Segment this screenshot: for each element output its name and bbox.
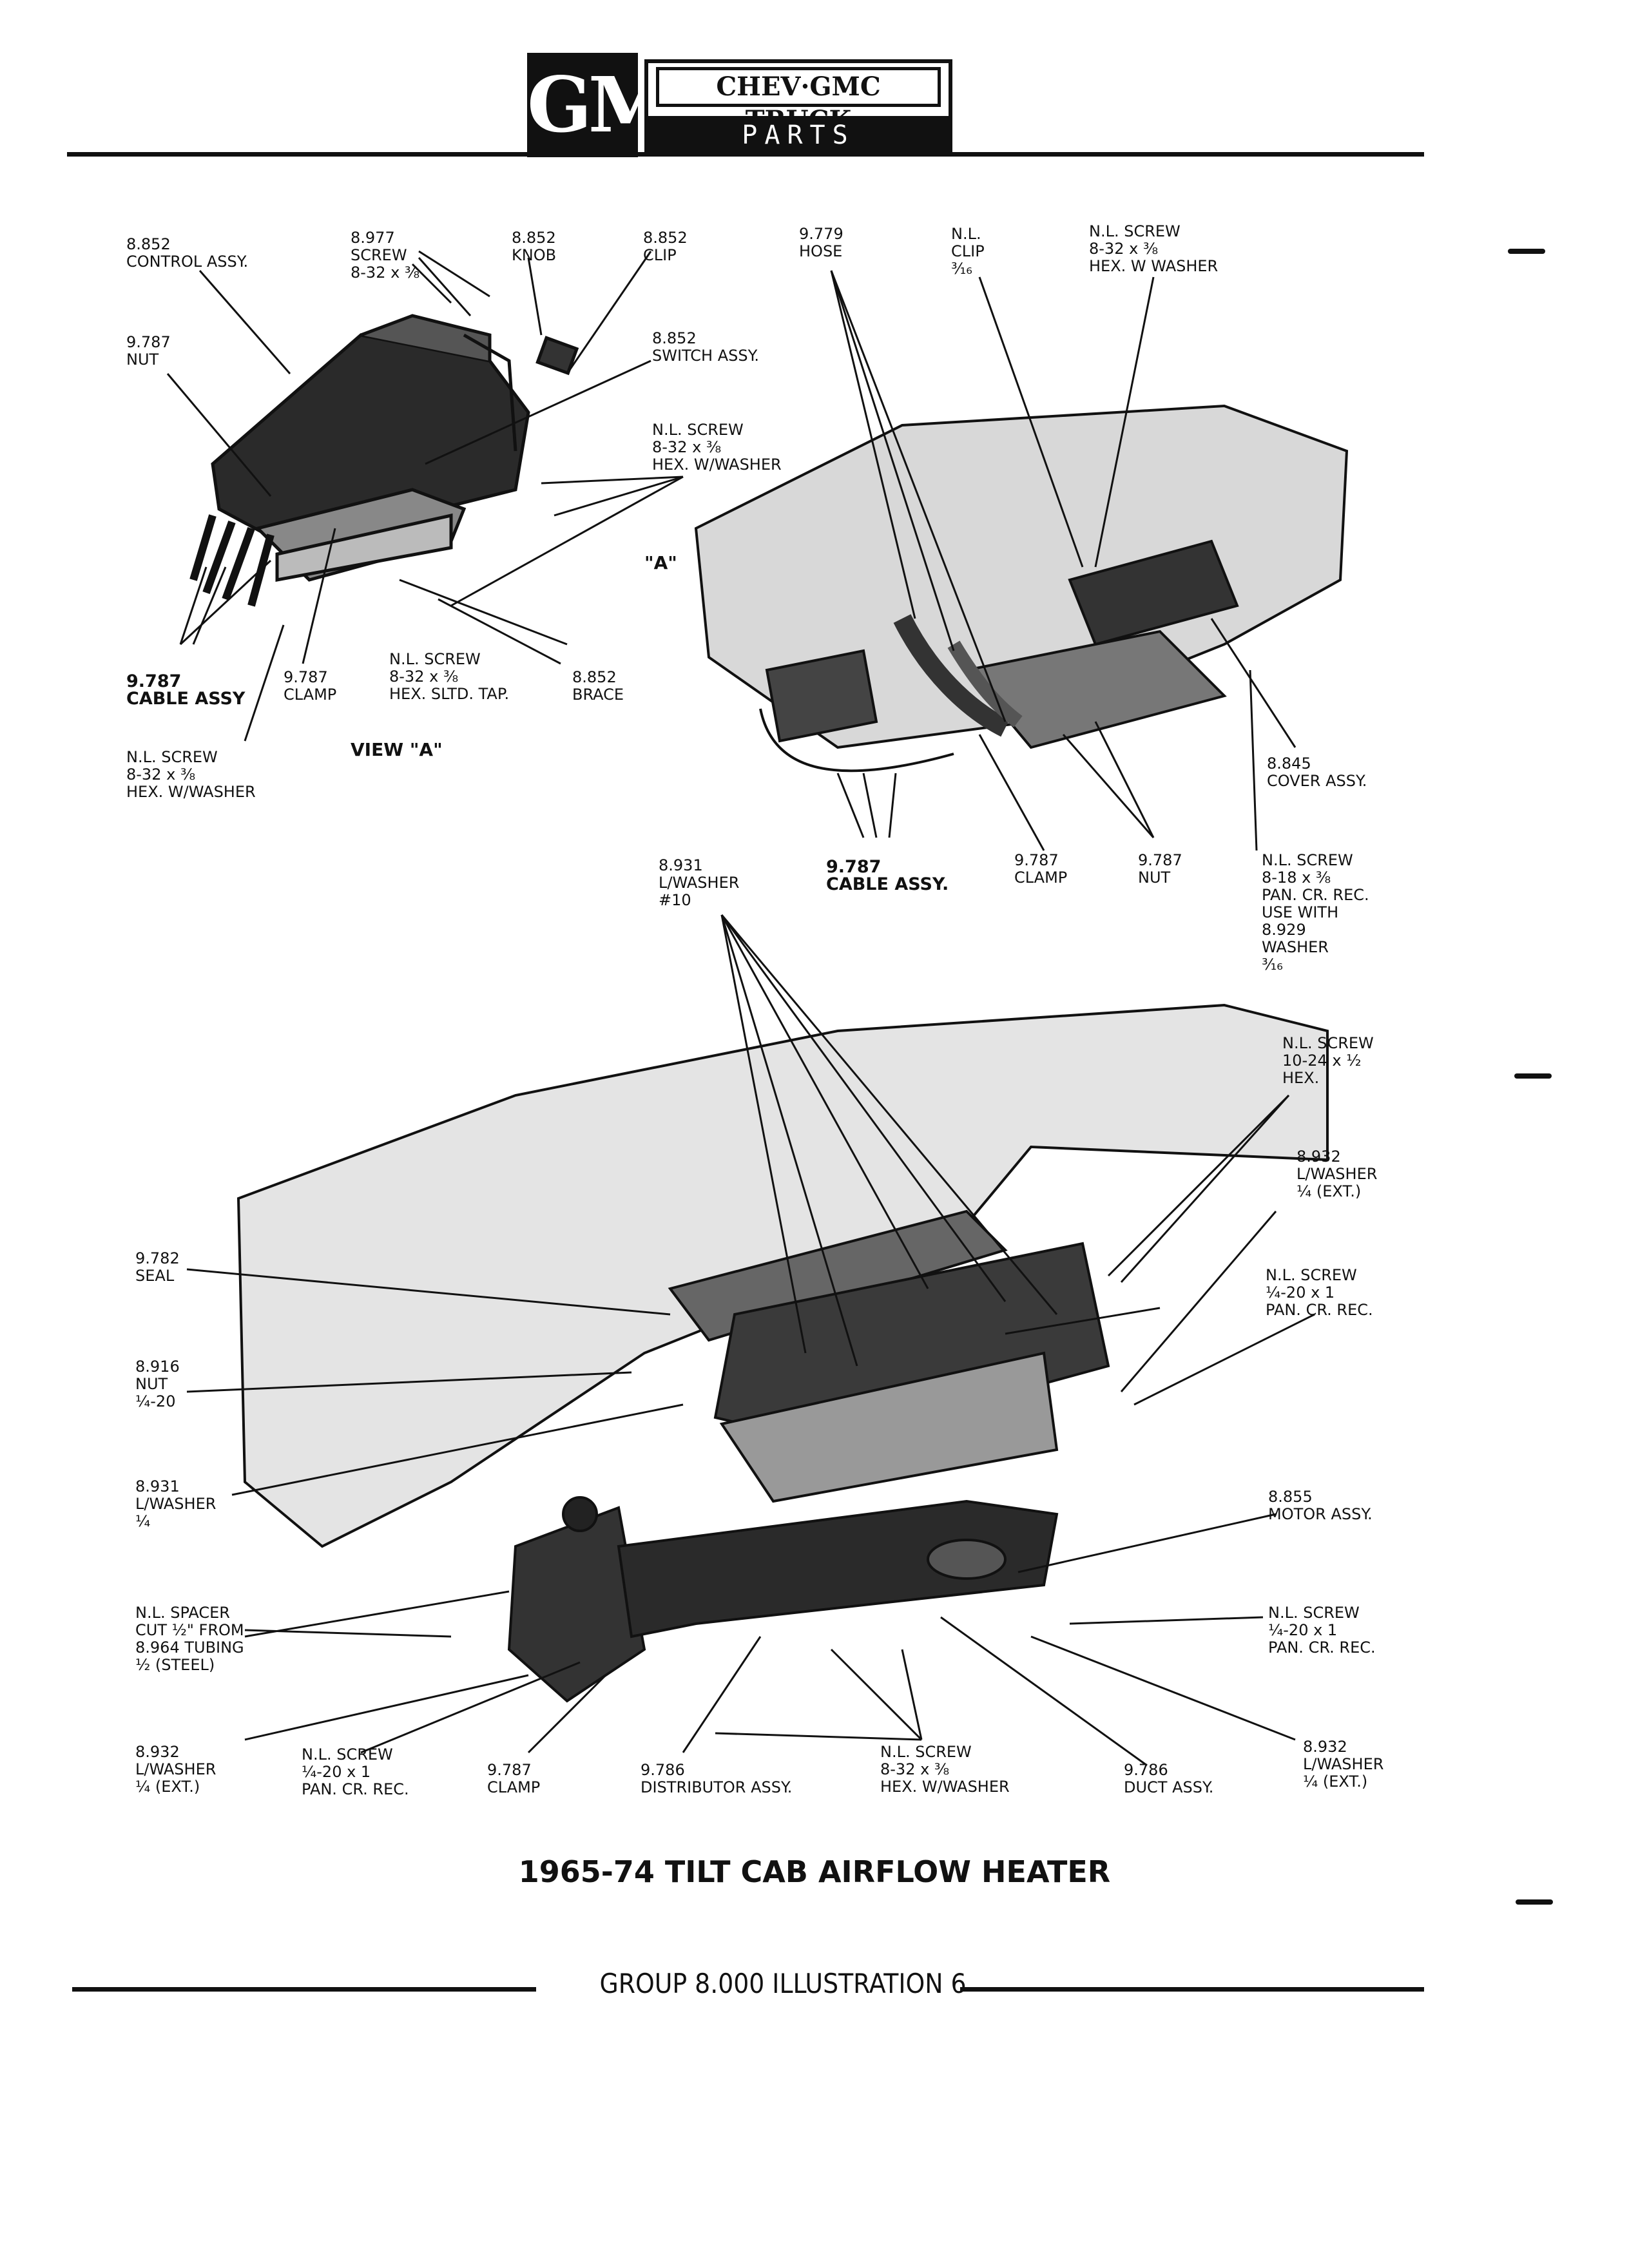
callout-a-marker: "A" <box>644 552 677 573</box>
callout-screw-sltd-tap: N.L. SCREW 8-32 x ⅜ HEX. SLTD. TAP. <box>389 650 510 703</box>
callout-screw-hex-w-washer: N.L. SCREW 8-32 x ⅜ HEX. W WASHER <box>1089 222 1219 275</box>
callout-screw-pan-right: N.L. SCREW ¼-20 x 1 PAN. CR. REC. <box>1268 1604 1376 1657</box>
callout-nut-916: 8.916 NUT ¼-20 <box>135 1358 180 1410</box>
control-assembly-drawing <box>189 314 579 607</box>
callout-clamp-bottom: 9.787 CLAMP <box>487 1761 541 1796</box>
header-rule <box>67 152 1424 157</box>
callout-motor-assy: 8.855 MOTOR ASSY. <box>1268 1488 1373 1523</box>
callout-cover-assy: 8.845 COVER ASSY. <box>1267 754 1367 790</box>
callout-spacer: N.L. SPACER CUT ½" FROM 8.964 TUBING ½ (… <box>135 1604 244 1674</box>
callout-lwasher-10: 8.931 L/WASHER #10 <box>659 856 740 909</box>
callout-screw-10-24: N.L. SCREW 10-24 x ½ HEX. <box>1282 1034 1374 1087</box>
figure-title: 1965-74 TILT CAB AIRFLOW HEATER <box>518 1854 1111 1889</box>
callout-control-assy: 8.852 CONTROL ASSY. <box>126 235 249 271</box>
leader-lines <box>166 250 1315 1767</box>
callout-screw-hex-washer-top: N.L. SCREW 8-32 x ⅜ HEX. W/WASHER <box>652 421 782 474</box>
callout-nut-right: 9.787 NUT <box>1138 851 1182 887</box>
callout-screw-8977: 8.977 SCREW 8-32 x ⅜ <box>351 229 420 282</box>
view-a-label: VIEW "A" <box>351 739 443 760</box>
callout-lwasher-ext-upper: 8.932 L/WASHER ¼ (EXT.) <box>1296 1148 1378 1200</box>
callout-screw-8-18: N.L. SCREW 8-18 x ⅜ PAN. CR. REC. USE WI… <box>1262 851 1369 974</box>
callout-cable-assy-left: 9.787 CABLE ASSY <box>126 671 246 709</box>
footer-rule-left <box>72 1987 536 1992</box>
callout-clamp-top: 9.787 CLAMP <box>284 668 337 704</box>
callout-hose: 9.779 HOSE <box>799 225 843 260</box>
callout-lwasher-931: 8.931 L/WASHER ¼ <box>135 1477 217 1530</box>
callout-knob: 8.852 KNOB <box>512 229 557 264</box>
callout-nut-top: 9.787 NUT <box>126 333 171 369</box>
footer-group-label: GROUP 8.000 ILLUSTRATION 6 <box>599 1968 967 1999</box>
callout-distributor-assy: 9.786 DISTRIBUTOR ASSY. <box>641 1761 793 1796</box>
callout-screw-pan-upper: N.L. SCREW ¼-20 x 1 PAN. CR. REC. <box>1266 1266 1373 1319</box>
margin-tick <box>1516 1899 1553 1905</box>
callout-duct-assy: 9.786 DUCT ASSY. <box>1124 1761 1214 1796</box>
callout-clip: 8.852 CLIP <box>643 229 688 264</box>
margin-tick <box>1514 1073 1552 1079</box>
callout-seal: 9.782 SEAL <box>135 1249 180 1285</box>
callout-screw-hex-washer-left: N.L. SCREW 8-32 x ⅜ HEX. W/WASHER <box>126 748 256 801</box>
callout-screw-pan-bottom: N.L. SCREW ¼-20 x 1 PAN. CR. REC. <box>302 1745 409 1798</box>
margin-tick <box>1508 249 1545 254</box>
callout-lwasher-ext-left: 8.932 L/WASHER ¼ (EXT.) <box>135 1743 217 1796</box>
callout-switch-assy: 8.852 SWITCH ASSY. <box>652 329 760 365</box>
catalogue-line: PARTS CATALOGUE <box>648 116 949 189</box>
cover-assembly-drawing <box>694 404 1349 773</box>
callout-brace: 8.852 BRACE <box>572 668 624 704</box>
main-assembly-drawing <box>236 1003 1329 1703</box>
callout-clip-nl: N.L. CLIP ³⁄₁₆ <box>951 225 985 278</box>
callout-screw-hex-washer-bottom: N.L. SCREW 8-32 x ⅜ HEX. W/WASHER <box>880 1743 1010 1796</box>
callout-clamp-right: 9.787 CLAMP <box>1014 851 1068 887</box>
callout-lwasher-ext-right: 8.932 L/WASHER ¼ (EXT.) <box>1303 1738 1384 1791</box>
footer-rule-right <box>960 1987 1424 1992</box>
callout-cable-assy-right: 9.787 CABLE ASSY. <box>826 857 949 894</box>
